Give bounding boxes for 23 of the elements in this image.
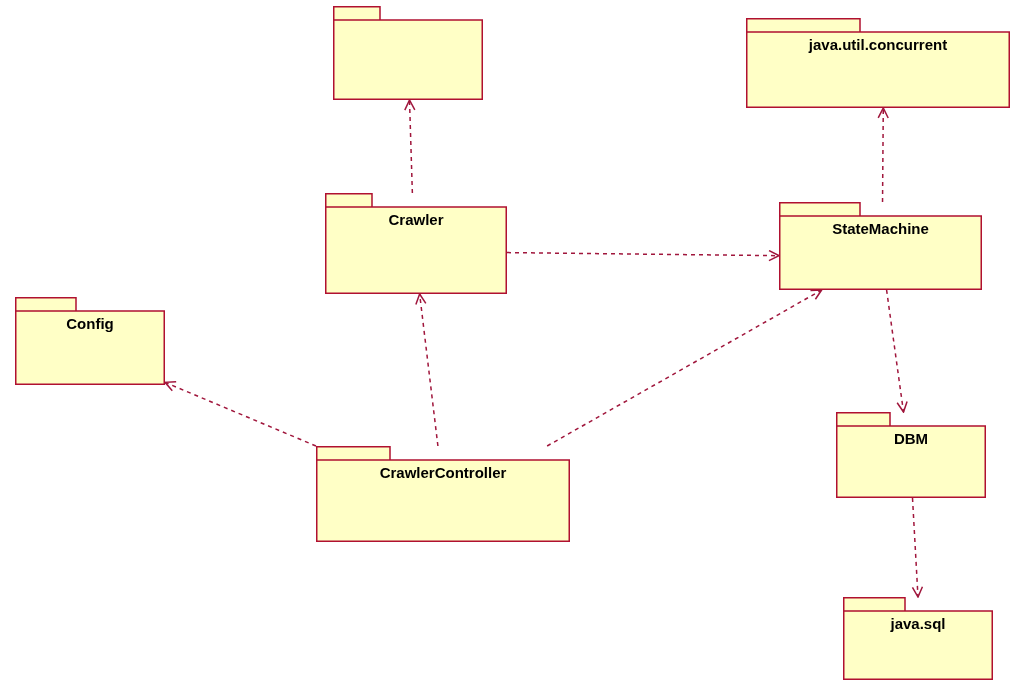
dependency-arrow xyxy=(885,289,908,413)
dependency-arrow xyxy=(546,289,823,447)
package-folder xyxy=(325,193,507,294)
package-name: CrawlerController xyxy=(379,464,507,483)
package-folder xyxy=(15,297,165,385)
package-name: StateMachine xyxy=(832,220,929,239)
package-name: java.sql xyxy=(890,615,946,634)
dependency-arrow xyxy=(415,293,439,447)
dependency-arrow xyxy=(506,249,780,262)
package-folder xyxy=(779,202,982,290)
package-name: DBM xyxy=(893,430,929,449)
dependency-arrow xyxy=(404,99,416,194)
package-folder xyxy=(333,6,483,100)
dependency-arrow xyxy=(911,497,924,598)
dependency-arrow xyxy=(877,107,889,203)
package-name: Crawler xyxy=(388,211,444,230)
dependency-arrow xyxy=(164,380,317,447)
package-folder xyxy=(316,446,570,542)
package-folder xyxy=(843,597,993,680)
package-name: java.util.concurrent xyxy=(808,36,948,55)
package-folder xyxy=(836,412,986,498)
package-folder xyxy=(746,18,1010,108)
package-name: Config xyxy=(66,315,114,334)
